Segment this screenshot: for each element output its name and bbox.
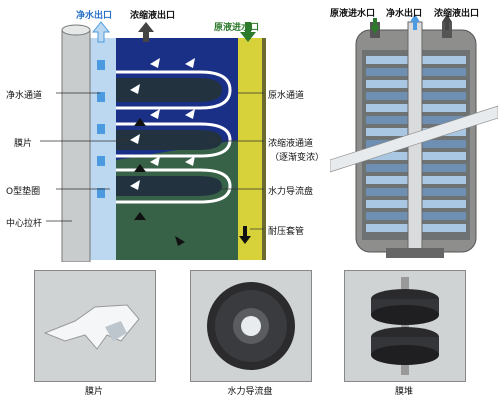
feed-inlet-label: 原液进水口 bbox=[214, 23, 260, 33]
center-rod bbox=[61, 29, 91, 262]
pressure-sleeve-label: 耐压套管 bbox=[268, 227, 305, 237]
concentrate-outlet-arrow bbox=[138, 22, 154, 42]
center-rod-top bbox=[61, 24, 91, 36]
right-feed-label: 原液进水口 bbox=[330, 9, 376, 19]
left-diagram-svg bbox=[40, 21, 266, 262]
right-diagram: 原液进水口 净水出口 浓缩液出口 bbox=[330, 0, 498, 262]
concentrate-arrows bbox=[134, 118, 146, 220]
membrane-stack-photo-caption: 膜堆 bbox=[394, 387, 413, 397]
section-cut bbox=[330, 105, 498, 173]
disc-hole bbox=[241, 316, 261, 336]
membrane-label: 膜片 bbox=[14, 139, 33, 149]
o-ring-label: O型垫圈 bbox=[6, 187, 41, 197]
membrane-stack-photo-svg bbox=[371, 277, 439, 375]
concentrate-note-label: （逐渐变浓） bbox=[270, 153, 325, 163]
sleeve-wall bbox=[262, 38, 266, 260]
leader-lines bbox=[40, 92, 264, 230]
right-permeate-arrow bbox=[410, 14, 420, 30]
hydraulic-disc-photo bbox=[190, 270, 312, 382]
left-diagram: 净水出口 浓缩液出口 原液进水口 净水通道 膜片 O型垫圈 中心拉杆 原水通道 … bbox=[0, 0, 330, 262]
vessel-base bbox=[386, 248, 444, 258]
permeate-channel-strip bbox=[88, 38, 116, 260]
bottom-flow-arrow bbox=[175, 236, 185, 246]
right-concentrate-label: 浓缩液出口 bbox=[434, 9, 480, 19]
right-permeate-label: 净水出口 bbox=[386, 9, 423, 19]
feed-inlet-arrow bbox=[240, 22, 256, 42]
flow-arrows bbox=[130, 58, 195, 190]
hydraulic-disc-label: 水力导流盘 bbox=[268, 187, 314, 197]
membrane-fold bbox=[105, 321, 127, 341]
membrane-photo-svg bbox=[43, 304, 140, 350]
stack-bottom-bottom bbox=[371, 345, 439, 365]
membrane-stack-photo bbox=[344, 270, 466, 382]
sleeve-arrow bbox=[239, 226, 251, 244]
permeate-outlet-arrow bbox=[91, 21, 111, 43]
feed-channel-strip bbox=[238, 38, 264, 260]
membrane-stack bbox=[116, 70, 232, 204]
center-rod-label: 中心拉杆 bbox=[6, 219, 43, 229]
membrane-sheet bbox=[43, 304, 140, 350]
feed-channel-label: 原水通道 bbox=[268, 91, 305, 101]
permeate-arrows bbox=[97, 60, 105, 198]
hydraulic-disc-photo-svg bbox=[207, 282, 295, 370]
hydraulic-disc-photo-caption: 水力导流盘 bbox=[227, 387, 273, 397]
concentrate-channel-label: 浓缩液通道 bbox=[268, 139, 314, 149]
stack-top-bottom bbox=[371, 305, 439, 325]
stack-rod bbox=[401, 277, 409, 375]
right-concentrate-arrow bbox=[442, 14, 452, 30]
membrane-photo-caption: 膜片 bbox=[84, 387, 103, 397]
concentrate-outlet-label: 浓缩液出口 bbox=[130, 11, 176, 21]
right-feed-arrow bbox=[370, 18, 380, 34]
right-diagram-svg bbox=[330, 14, 498, 258]
permeate-outlet-label: 净水出口 bbox=[76, 11, 113, 21]
permeate-channel-label: 净水通道 bbox=[6, 91, 43, 101]
membrane-photo bbox=[34, 270, 156, 382]
